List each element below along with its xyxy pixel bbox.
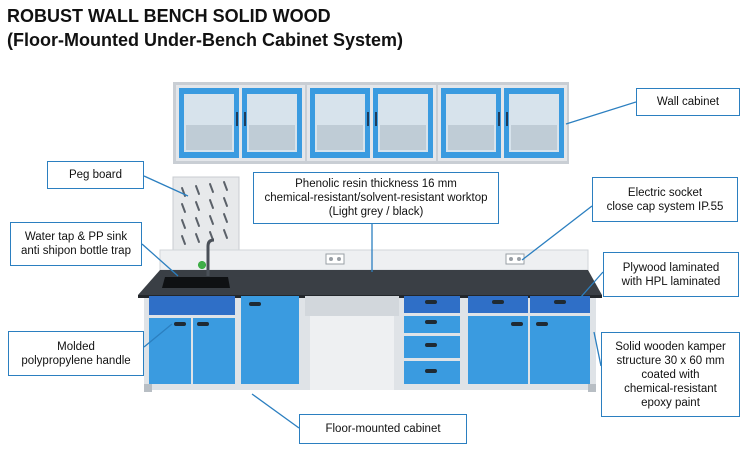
callout-text: Water tap & PP sink — [24, 231, 128, 243]
water-tap — [198, 238, 215, 276]
callout-handle: Molded polypropylene handle — [8, 331, 144, 376]
sink-cabinet — [149, 296, 235, 384]
callout-text: Peg board — [68, 169, 123, 181]
callout-text: Electric socket — [627, 186, 703, 199]
callout-text: Wall cabinet — [656, 96, 720, 108]
callout-text: epoxy paint — [641, 396, 700, 409]
callout-text: Floor-mounted cabinet — [325, 423, 441, 435]
diagram-title-line-2: (Floor-Mounted Under-Bench Cabinet Syste… — [7, 30, 404, 50]
callout-wall-cabinet: Wall cabinet — [636, 88, 740, 116]
callout-text: Plywood laminated — [622, 261, 720, 274]
callout-text: anti shipon bottle trap — [21, 245, 131, 257]
worktop — [138, 270, 602, 295]
drawer-cabinet — [404, 296, 460, 384]
callout-text: close cap system IP.55 — [606, 200, 724, 213]
callout-text: chemical-resistant — [624, 382, 717, 395]
leader-lines — [141, 101, 637, 429]
electric-socket-left — [325, 253, 345, 265]
callout-text: polypropylene handle — [21, 354, 131, 367]
knee-space — [305, 296, 399, 390]
wall-cabinet-unit — [176, 85, 305, 161]
callout-text: (Light grey / black) — [328, 206, 424, 218]
wall-cabinet-unit — [438, 85, 567, 161]
electric-socket-right — [505, 253, 525, 265]
callout-text: chemical-resistant/solvent-resistant wor… — [264, 192, 488, 204]
callout-floor-cabinet: Floor-mounted cabinet — [299, 414, 467, 444]
callout-text: Molded — [57, 340, 95, 353]
wall-cabinet-group — [173, 82, 569, 164]
callout-water-tap: Water tap & PP sink anti shipon bottle t… — [10, 222, 142, 266]
callout-text: coated with — [641, 368, 700, 381]
callout-text: with HPL laminated — [621, 275, 721, 288]
callout-plywood: Plywood laminated with HPL laminated — [603, 252, 739, 297]
callout-worktop: Phenolic resin thickness 16 mm chemical-… — [253, 172, 499, 224]
callout-text: Phenolic resin thickness 16 mm — [295, 178, 457, 190]
wall-cabinet-unit — [307, 85, 436, 161]
callout-text: structure 30 x 60 mm — [616, 354, 725, 367]
callout-peg-board: Peg board — [47, 161, 144, 189]
single-door-cabinet — [241, 296, 299, 384]
peg-board — [172, 176, 240, 257]
double-door-cabinet — [468, 296, 590, 384]
callout-text: Solid wooden kamper — [615, 340, 726, 353]
pp-sink — [162, 277, 230, 288]
callout-kamper-structure: Solid wooden kamper structure 30 x 60 mm… — [601, 332, 740, 417]
callout-electric-socket: Electric socket close cap system IP.55 — [592, 177, 738, 222]
diagram-title-line-1: ROBUST WALL BENCH SOLID WOOD — [7, 6, 331, 26]
